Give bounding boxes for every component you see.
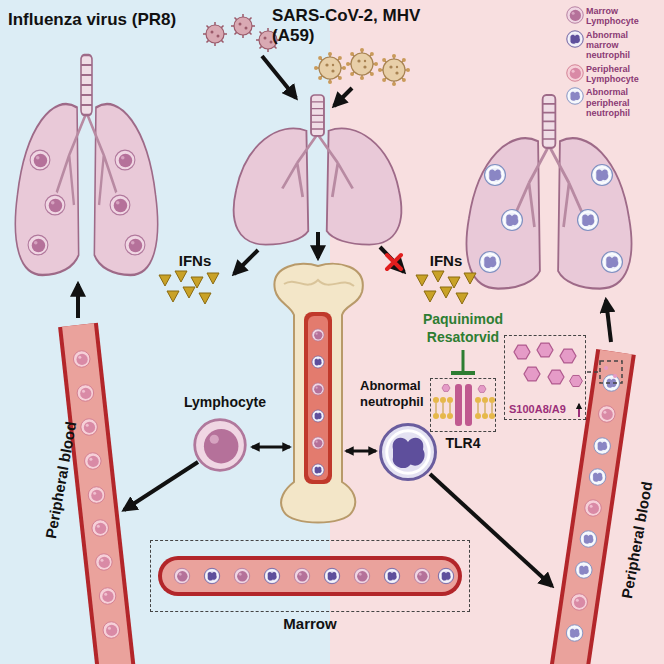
legend-cell-icon [566,6,584,24]
node-label: S100A8/A9 [509,403,566,416]
cytokine-label: IFNs [430,252,463,270]
vessel-label: Peripheral blood [42,420,80,540]
legend-row: Abnormal marrow neutrophil [566,30,662,61]
legend-text: Abnormal peripheral neutrophil [586,87,662,118]
receptor-box: TLR4 [430,378,496,432]
cytokine-label: IFNs [179,252,212,270]
legend-row: Abnormal peripheral neutrophil [566,87,662,118]
marrow-box: Marrow [150,540,470,612]
cell-label: Lymphocyte [184,394,266,411]
legend-cell-icon [566,64,584,82]
node-label: Marrow [283,615,336,633]
legend-text: Marrow Lymphocyte [586,6,662,27]
cell-label: Abnormal neutrophil [360,378,440,409]
protein-box: S100A8/A9 [504,335,586,420]
legend: Marrow LymphocyteAbnormal marrow neutrop… [566,6,662,121]
legend-cell-icon [566,30,584,48]
virus-label: SARS-CoV-2, MHV (A59) [272,6,422,47]
legend-row: Peripheral Lymphocyte [566,64,662,85]
legend-text: Abnormal marrow neutrophil [586,30,662,61]
drug-label: Paquinimod [423,311,503,328]
node-label: TLR4 [446,435,481,452]
legend-cell-icon [566,87,584,105]
legend-row: Marrow Lymphocyte [566,6,662,27]
virus-label: Influenza virus (PR8) [8,10,176,30]
drug-label: Resatorvid [427,329,499,346]
vessel-label: Peripheral blood [618,480,656,600]
legend-text: Peripheral Lymphocyte [586,64,662,85]
